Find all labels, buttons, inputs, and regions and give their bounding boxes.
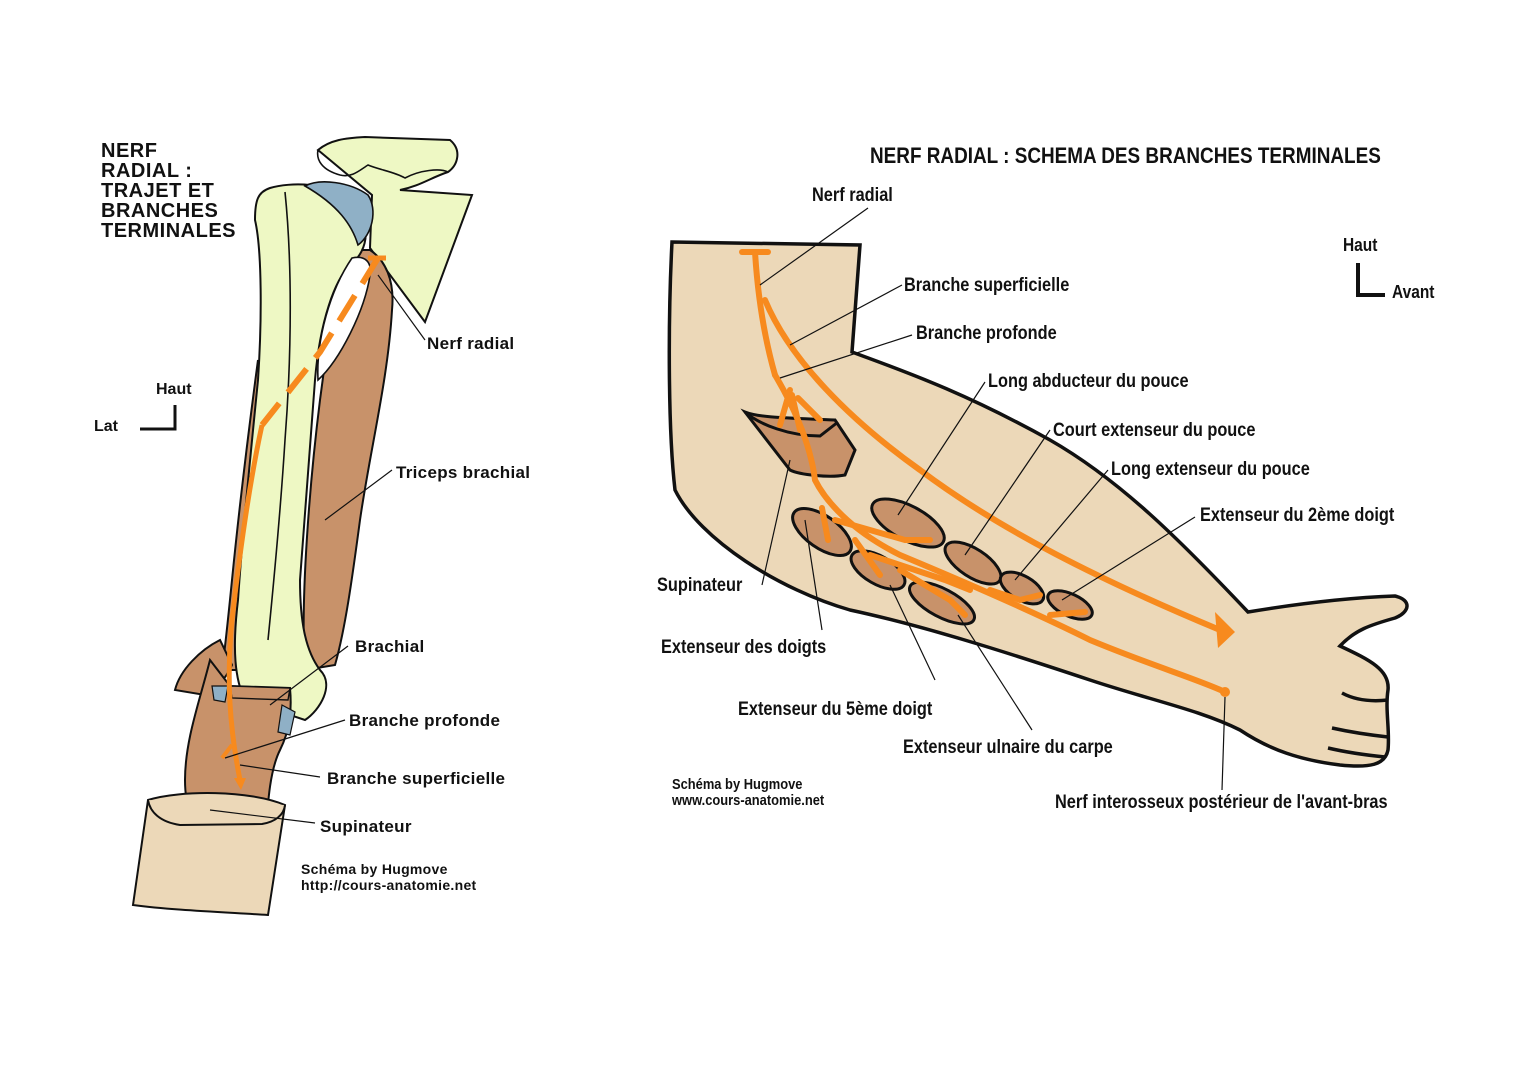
left-title-line: BRANCHES bbox=[101, 200, 219, 222]
label-brachial: Brachial bbox=[355, 637, 425, 656]
label-nerf-interosseux: Nerf interosseux postérieur de l'avant-b… bbox=[1055, 792, 1388, 813]
label-long-abducteur: Long abducteur du pouce bbox=[988, 371, 1189, 392]
left-orient-side-label: Lat bbox=[94, 418, 118, 435]
label-branche-profonde-right: Branche profonde bbox=[916, 323, 1057, 344]
nerve-arrow-tip bbox=[234, 778, 246, 790]
left-leader-lines bbox=[209, 274, 426, 824]
triceps-muscle-shape bbox=[302, 249, 394, 672]
label-extenseur-5: Extenseur du 5ème doigt bbox=[738, 699, 933, 720]
left-figure-title: NERF RADIAL : TRAJET ET BRANCHES TERMINA… bbox=[101, 141, 236, 241]
left-title-line: RADIAL : bbox=[101, 160, 193, 182]
glenoid-cartilage-shape bbox=[303, 181, 374, 247]
label-nerf-radial-right: Nerf radial bbox=[812, 185, 893, 206]
left-orientation-marker bbox=[140, 405, 177, 431]
left-credit-url: http://cours-anatomie.net bbox=[301, 877, 477, 893]
acromion-shape bbox=[316, 149, 449, 179]
left-title-line: NERF bbox=[101, 140, 158, 162]
left-title-line: TERMINALES bbox=[101, 220, 236, 242]
label-branche-superficielle-left: Branche superficielle bbox=[327, 769, 506, 788]
label-triceps-brachial: Triceps brachial bbox=[396, 463, 531, 482]
right-orient-up-label: Haut bbox=[1343, 235, 1378, 255]
nerve-path-dashed bbox=[259, 256, 381, 427]
ulna-cartilage-shape bbox=[277, 704, 296, 736]
label-extenseur-2: Extenseur du 2ème doigt bbox=[1200, 505, 1395, 526]
label-supinateur-right: Supinateur bbox=[657, 575, 743, 596]
nerve-deep-branch bbox=[220, 743, 234, 760]
humerus-inner-line bbox=[267, 191, 292, 641]
label-branche-profonde-left: Branche profonde bbox=[349, 711, 501, 730]
label-extenseur-doigts: Extenseur des doigts bbox=[661, 637, 827, 658]
label-court-extenseur: Court extenseur du pouce bbox=[1053, 420, 1256, 441]
label-supinateur-left: Supinateur bbox=[320, 817, 412, 836]
label-branche-superficielle-right: Branche superficielle bbox=[904, 275, 1070, 296]
cuff-rim bbox=[147, 799, 286, 827]
left-credit-author: Schéma by Hugmove bbox=[301, 861, 448, 877]
right-credit: Schéma by Hugmove www.cours-anatomie.net bbox=[672, 777, 824, 809]
left-orient-up-label: Haut bbox=[156, 381, 192, 398]
radius-cartilage-shape bbox=[211, 685, 229, 703]
label-nerf-radial-left: Nerf radial bbox=[427, 334, 515, 353]
tendon-band bbox=[229, 685, 291, 701]
scapula-shape bbox=[316, 135, 474, 325]
left-title-line: TRAJET ET bbox=[101, 180, 215, 202]
right-orient-side-label: Avant bbox=[1392, 282, 1435, 302]
right-credit-url: www.cours-anatomie.net bbox=[672, 792, 825, 809]
left-credit: Schéma by Hugmove http://cours-anatomie.… bbox=[301, 861, 477, 893]
right-credit-author: Schéma by Hugmove bbox=[672, 776, 803, 793]
nerve-path-lateral bbox=[226, 424, 265, 781]
label-extenseur-ulnaire: Extenseur ulnaire du carpe bbox=[903, 737, 1113, 758]
label-long-extenseur: Long extenseur du pouce bbox=[1111, 459, 1310, 480]
right-figure-title: NERF RADIAL : SCHEMA DES BRANCHES TERMIN… bbox=[870, 143, 1381, 168]
